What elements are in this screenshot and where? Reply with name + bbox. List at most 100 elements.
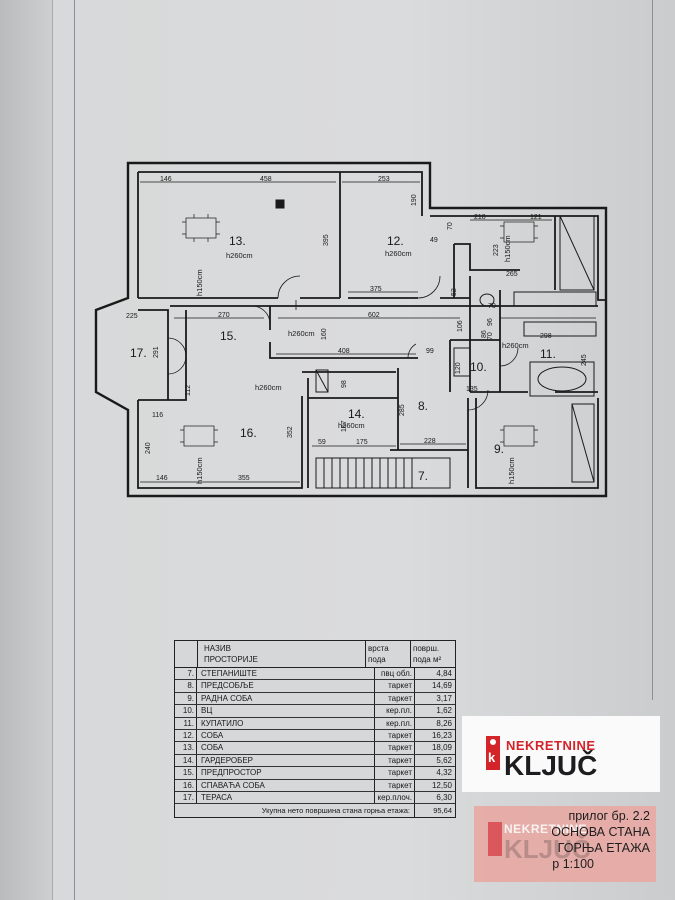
page-fold — [0, 0, 53, 900]
dim-190: 190 — [411, 194, 418, 206]
row-floor-area: 5,62 — [436, 755, 452, 765]
header-floor-type: врста пода — [366, 641, 411, 667]
row-number: 7. — [175, 668, 197, 680]
dim-240: 240 — [145, 442, 152, 454]
dim-121: 121 — [530, 214, 542, 221]
brand-top-text: NEKRETNINE — [506, 738, 596, 753]
dim-99: 99 — [426, 348, 434, 355]
key-logo-icon — [488, 822, 502, 856]
row-floor-type: таркет — [375, 779, 415, 791]
dim-146-bottom: 146 — [156, 475, 168, 482]
dim-291: 291 — [153, 346, 160, 358]
room-label-13: 13. — [229, 234, 246, 248]
row-room-name: СОБА — [197, 742, 375, 754]
dimension-labels: 146 458 395 253 190 70 49 218 121 223 26… — [126, 176, 588, 482]
brand-name-text: KLJUČ — [504, 750, 598, 781]
dim-245: 245 — [581, 354, 588, 366]
frame-line-right — [652, 0, 653, 700]
dim-160: 160 — [321, 328, 328, 340]
dim-70-b: 70 — [488, 303, 496, 310]
room-schedule-table: НАЗИВ ПРОСТОРИЈЕ врста пода површ. пода … — [174, 640, 456, 819]
row-room-name: ТЕРАСА — [197, 791, 375, 804]
row-number: 13. — [175, 742, 197, 754]
caption-scale: р 1:100 — [552, 857, 594, 871]
header-floor-area: површ. пода м² — [413, 644, 442, 664]
dim-167: 167 — [341, 420, 348, 432]
dim-175: 175 — [356, 439, 368, 446]
row-room-name: ГАРДЕРОБЕР — [197, 754, 375, 767]
frame-line-left — [74, 0, 75, 900]
row-number: 10. — [175, 705, 197, 717]
fixtures — [275, 199, 597, 483]
row-room-name: ПРЕДПРОСТОР — [197, 767, 375, 779]
room-label-12: 12. — [387, 234, 404, 248]
row-number: 17. — [175, 791, 197, 804]
row-floor-type: кер.плоч. — [375, 791, 415, 804]
row-floor-area: 18,09 — [431, 743, 452, 753]
dim-86: 86 — [481, 330, 488, 338]
room-label-7: 7. — [418, 469, 428, 483]
height-room-15: h260cm — [288, 329, 315, 338]
dim-395: 395 — [323, 234, 330, 246]
row-floor-type: кер.пл. — [375, 717, 415, 729]
room-label-16: 16. — [240, 426, 257, 440]
caption-title: ОСНОВА СТАНА — [551, 825, 650, 839]
height-room-14: h260cm — [338, 421, 365, 430]
dim-408: 408 — [338, 348, 350, 355]
row-room-name: ПРЕДСОБЉЕ — [197, 680, 375, 692]
room-label-14: 14. — [348, 407, 365, 421]
height-room-13: h260cm — [226, 251, 253, 260]
row-room-name: СТЕПАНИШТЕ — [197, 668, 375, 680]
header-room-name: НАЗИВ ПРОСТОРИЈЕ — [198, 641, 366, 667]
row-room-name: ВЦ — [197, 705, 375, 717]
dim-228: 228 — [424, 438, 436, 445]
dim-52: 52 — [451, 288, 458, 296]
dim-223: 223 — [493, 244, 500, 256]
dim-352: 352 — [287, 426, 294, 438]
row-number: 11. — [175, 717, 197, 729]
brand-name-text-faded: KLJUČ — [504, 834, 591, 864]
key-logo-icon: k — [486, 736, 500, 770]
row-floor-area: 4,84 — [436, 669, 452, 678]
ceiling-heights: h260cm h260cm h260cm h260cm h260cm h260c… — [195, 235, 529, 484]
caption-subtitle: ГОРЊА ЕТАЖА — [557, 841, 650, 855]
drawing-caption: прилог бр. 2.2 ОСНОВА СТАНА ГОРЊА ЕТАЖА … — [480, 808, 650, 872]
window-height-9: h150cm — [507, 457, 516, 484]
table-total-row: Укупна нето површина стана горња етажа: … — [175, 804, 455, 818]
row-floor-area: 4,32 — [436, 768, 452, 778]
dim-70-a: 70 — [447, 222, 454, 230]
dim-225: 225 — [126, 313, 138, 320]
row-floor-area: 3,17 — [436, 693, 452, 703]
window-height-12: h150cm — [503, 235, 512, 262]
dim-98: 98 — [341, 380, 348, 388]
row-floor-type: таркет — [375, 680, 415, 692]
row-number: 15. — [175, 767, 197, 779]
row-floor-type: таркет — [375, 754, 415, 767]
height-room-12: h260cm — [385, 249, 412, 258]
room-label-11: 11. — [540, 347, 556, 361]
row-number: 12. — [175, 729, 197, 742]
agency-watermark-logo: k NEKRETNINE KLJUČ — [462, 716, 660, 792]
dim-120: 120 — [455, 362, 462, 374]
dim-285: 285 — [399, 404, 406, 416]
height-room-11: h260cm — [502, 341, 529, 350]
row-number: 9. — [175, 692, 197, 705]
dim-112: 112 — [185, 385, 192, 396]
row-room-name: СПАВАЋА СОБА — [197, 779, 375, 791]
row-floor-type: кер.пл. — [375, 705, 415, 717]
row-room-name: СОБА — [197, 729, 375, 742]
dim-116: 116 — [152, 412, 163, 419]
door-swings — [167, 275, 519, 411]
